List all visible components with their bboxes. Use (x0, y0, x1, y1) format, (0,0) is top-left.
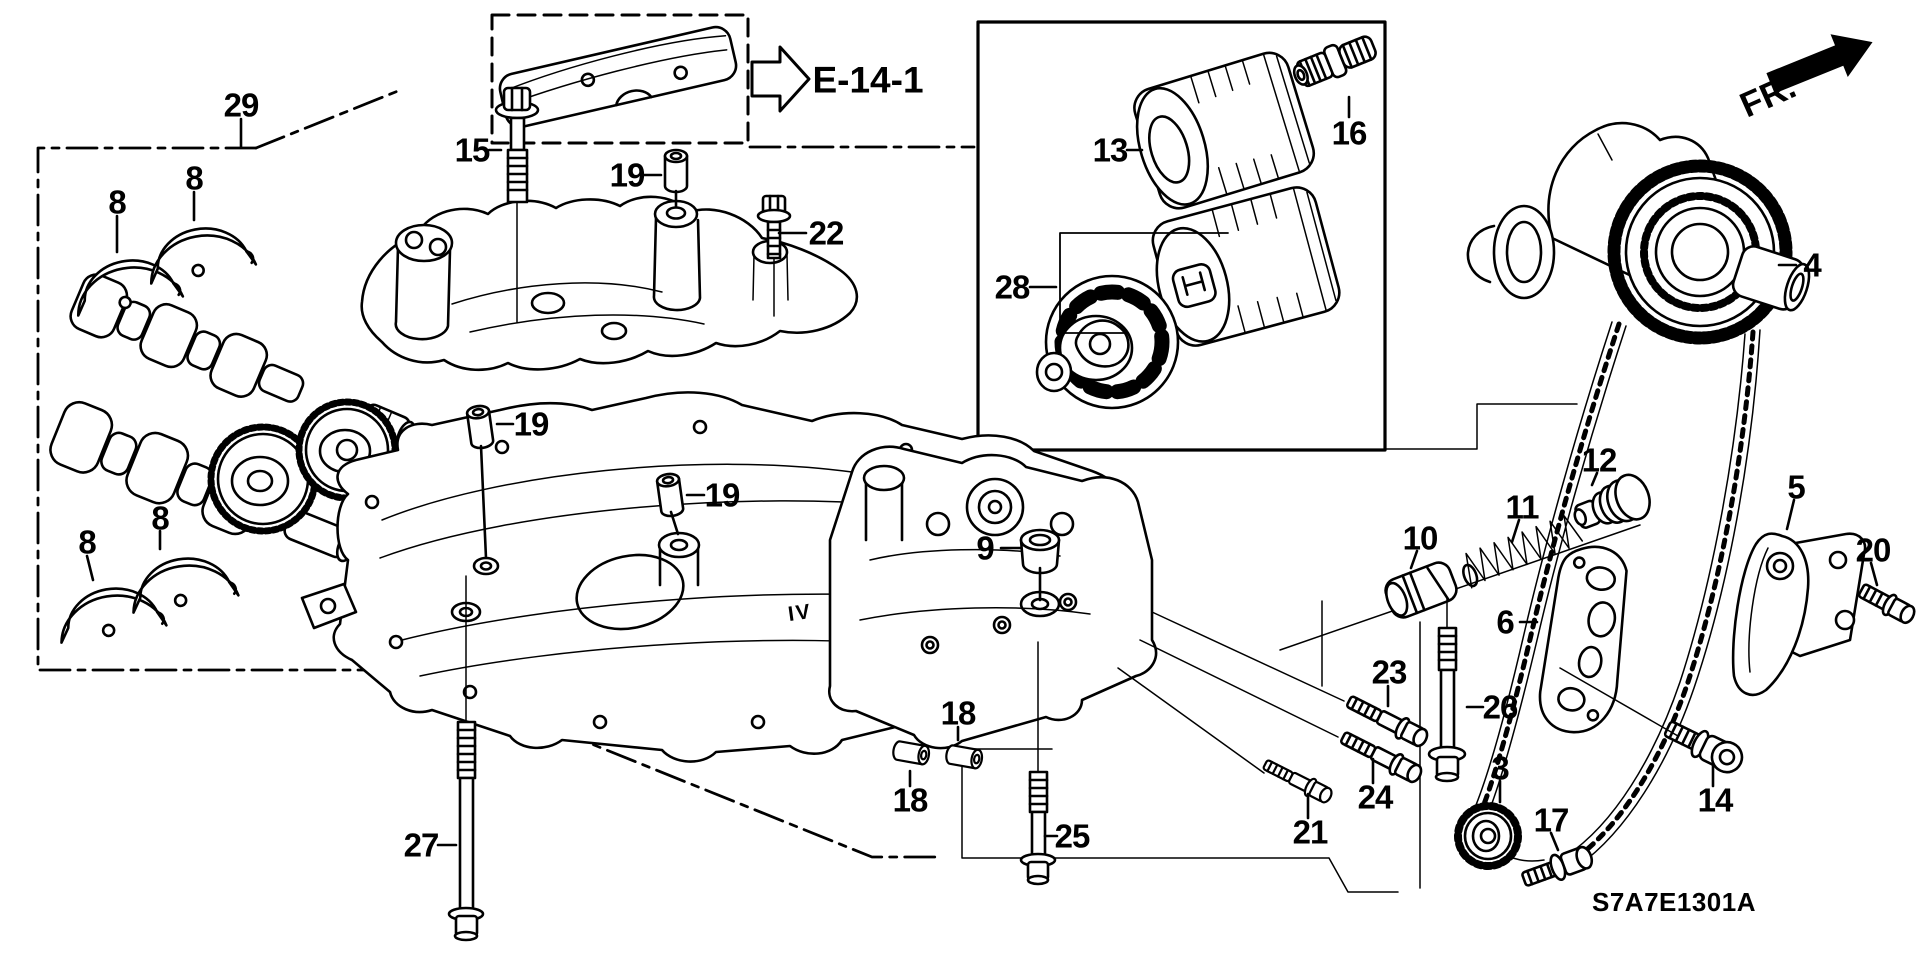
callout-21: 21 (1292, 813, 1329, 851)
callout-8-1: 8 (108, 183, 126, 221)
callout-25: 25 (1054, 817, 1091, 855)
callout-leader-lines (85, 95, 1879, 852)
dowel-pin-18b-drawing (943, 743, 985, 771)
oil-pump-housing-drawing (827, 445, 1158, 750)
relief-valve-axis-line (1279, 524, 1641, 651)
callout-20: 20 (1855, 531, 1892, 569)
bearing-shell-8c-drawing (55, 582, 169, 644)
baffle-plate-drawing (498, 25, 738, 129)
balancer-drive-sprocket-4-drawing (1466, 121, 1811, 345)
reference-arrow-icon (750, 45, 811, 113)
callout-23: 23 (1371, 653, 1408, 691)
bolt-26-drawing (1427, 597, 1467, 783)
sealing-bolt-12-drawing (1573, 473, 1651, 529)
diagram-code: S7A7E1301A (1592, 887, 1756, 917)
bolt-install-leader-lines (1117, 611, 1679, 774)
relief-valve-piston-10-drawing (1384, 561, 1458, 619)
bolt-20-drawing (1857, 583, 1916, 625)
callout-8-2: 8 (185, 159, 203, 197)
callout-6: 6 (1496, 603, 1514, 641)
callout-22: 22 (808, 214, 845, 252)
callout-9: 9 (976, 529, 994, 567)
dowel-pin-19b-drawing (465, 403, 496, 451)
timing-chain-drawing (1473, 321, 1761, 867)
bolt-27-drawing (447, 575, 485, 942)
callout-15: 15 (454, 131, 491, 169)
honda-logo-icon (1181, 271, 1207, 296)
callout-18-2: 18 (892, 781, 929, 819)
callout-12: 12 (1581, 441, 1618, 479)
chain-guide-6-drawing (1538, 545, 1628, 734)
callout-11: 11 (1505, 488, 1540, 526)
chain-tensioner-5-drawing (1731, 532, 1867, 697)
bolt-21-drawing (1259, 754, 1336, 807)
bolt-25-drawing (1019, 641, 1057, 886)
callout-8-3: 8 (78, 523, 96, 561)
callout-14: 14 (1697, 781, 1734, 819)
callout-8-4: 8 (151, 499, 169, 537)
callout-18-1: 18 (940, 694, 977, 732)
callout-5: 5 (1787, 468, 1805, 506)
callout-19-2: 19 (513, 405, 550, 443)
bolt-14-drawing (1663, 720, 1744, 774)
balancer-shaft-assembly-drawing (49, 273, 416, 563)
reference-label: E-14-1 (812, 59, 924, 101)
callout-13: 13 (1092, 131, 1129, 169)
callout-19-3: 19 (704, 476, 741, 514)
callout-26: 26 (1482, 688, 1519, 726)
bolt-17-drawing (1521, 845, 1594, 887)
oil-filter-group-box (976, 20, 1578, 452)
callout-17: 17 (1533, 801, 1570, 839)
oil-filter-13-drawing (1133, 51, 1316, 210)
pump-rotor-28-drawing (1035, 274, 1180, 410)
fr-direction-arrow-icon (1766, 34, 1873, 94)
pump-sprocket-3-drawing (1454, 802, 1522, 870)
cap-9-drawing (1019, 528, 1061, 575)
relief-valve-spring-11-drawing (1462, 515, 1584, 589)
bolt-22-drawing (756, 194, 792, 317)
bracket-28 (1059, 232, 1229, 334)
callout-28: 28 (994, 268, 1031, 306)
filter-union-bolt-16-drawing (1292, 35, 1377, 88)
callout-19-1: 19 (609, 156, 646, 194)
callout-10: 10 (1402, 519, 1439, 557)
callout-4: 4 (1803, 246, 1821, 284)
callout-29: 29 (223, 86, 260, 124)
casting-mark-label: IV (786, 599, 814, 627)
callout-16: 16 (1331, 114, 1368, 152)
bolt-15-drawing (494, 86, 540, 323)
callout-3: 3 (1491, 749, 1509, 787)
reference-group-box (490, 13, 976, 149)
group-29-boundary (36, 89, 941, 859)
dowel-pin-19c-drawing (655, 471, 686, 519)
oil-filter-28-drawing (1151, 186, 1341, 347)
dowel-pin-19a-drawing (663, 148, 689, 194)
balance-shaft-holder-drawing (360, 195, 859, 372)
callout-24: 24 (1357, 778, 1394, 816)
balancer-gear-large (207, 423, 319, 535)
callout-27: 27 (403, 826, 440, 864)
